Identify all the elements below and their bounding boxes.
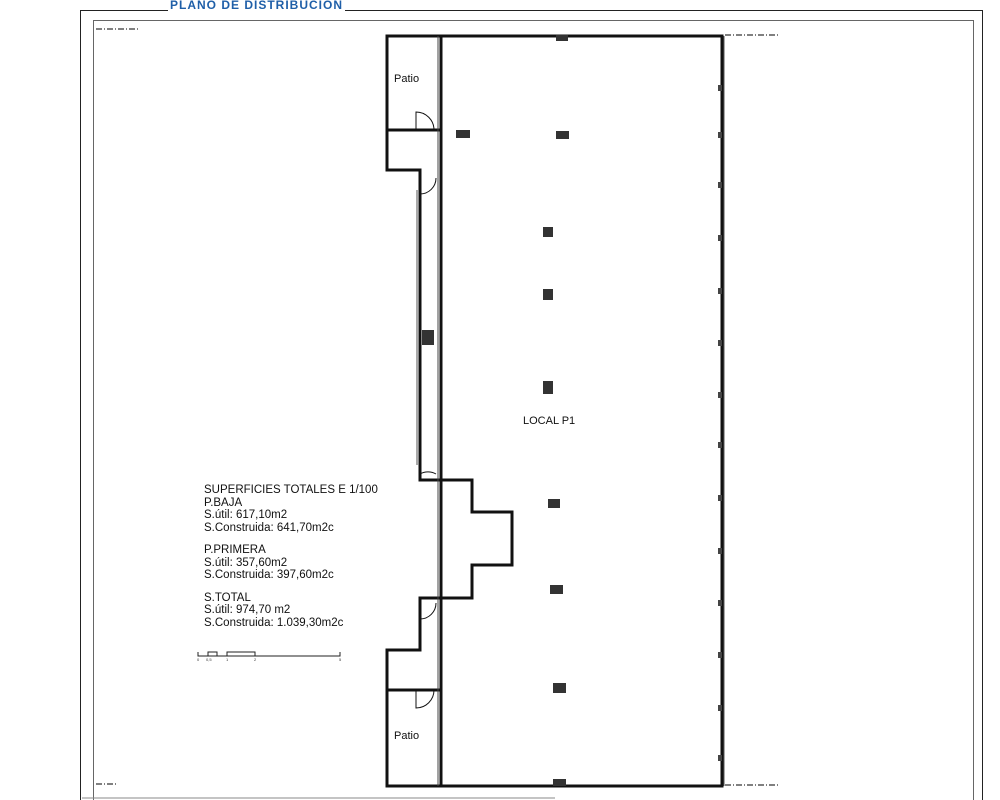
- baja-util: S.útil: 617,10m2: [204, 509, 288, 521]
- scale-label: 1: [226, 657, 229, 662]
- scale-label: 0,5: [206, 657, 212, 662]
- door-icon: [415, 111, 437, 709]
- scale-label: 2: [254, 657, 257, 662]
- baja-construida: S.Construida: 641,70m2c: [204, 521, 334, 534]
- total-label: S.TOTAL: [204, 591, 251, 604]
- outer-frame: [80, 10, 983, 800]
- plan-title: PLANO DE DISTRIBUCION: [168, 0, 346, 12]
- primera-label: P.PRIMERA: [204, 544, 266, 556]
- scale-label: 0: [197, 657, 200, 662]
- room-label-patio-bottom: Patio: [394, 730, 420, 742]
- columns: [422, 35, 569, 786]
- baja-label: P.BAJA: [204, 496, 243, 509]
- scale-label: 5: [339, 657, 342, 662]
- room-label-patio-top: Patio: [394, 73, 420, 85]
- surfaces-table: SUPERFICIES TOTALES E 1/100 P.BAJA S.úti…: [204, 484, 378, 629]
- primera-construida: S.Construida: 397,60m2c: [204, 569, 334, 581]
- surfaces-heading: SUPERFICIES TOTALES E 1/100: [204, 484, 378, 496]
- scale-bar: [197, 651, 341, 657]
- total-construida: S.Construida: 1.039,30m2c: [204, 616, 344, 629]
- walls: [385, 34, 724, 788]
- primera-util: S.útil: 357,60m2: [204, 556, 288, 569]
- total-util: S.útil: 974,70 m2: [204, 604, 291, 616]
- inner-frame: [93, 20, 974, 800]
- room-label-local: LOCAL P1: [523, 415, 576, 427]
